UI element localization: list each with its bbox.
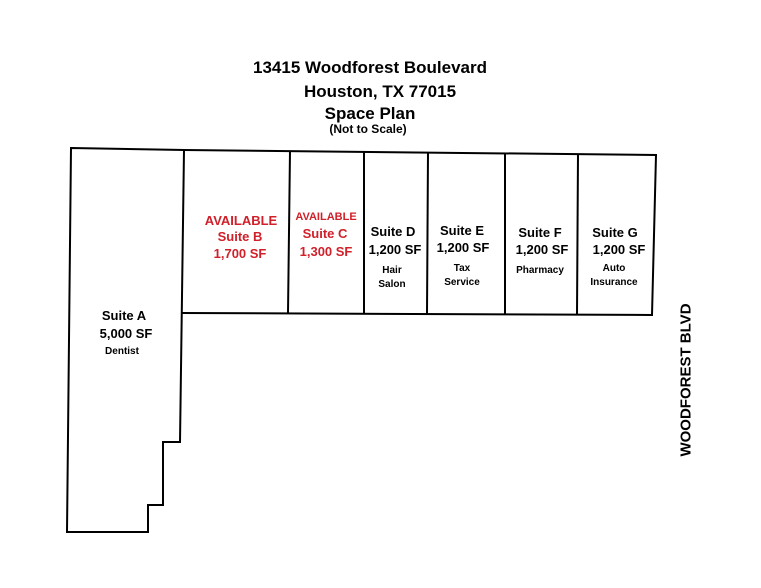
- road-label: WOODFOREST BLVD: [677, 303, 695, 457]
- suite-c-status: AVAILABLE: [295, 211, 357, 223]
- suite-d-tenant-1: Hair: [382, 265, 402, 276]
- suite-e-name: Suite E: [439, 223, 485, 238]
- suite-d-tenant-2: Salon: [378, 279, 406, 290]
- suite-d-size: 1,200 SF: [368, 242, 422, 257]
- divider-b-c: [287, 150, 291, 314]
- suite-e-size: 1,200 SF: [436, 240, 490, 255]
- suite-g-tenant-1: Auto: [602, 263, 626, 274]
- suite-a-size: 5,000 SF: [99, 326, 153, 341]
- suite-g-tenant-2: Insurance: [590, 277, 638, 288]
- suite-e-tenant-1: Tax: [453, 263, 471, 274]
- suite-g-size: 1,200 SF: [592, 242, 646, 257]
- divider-d-e: [426, 151, 429, 315]
- plan-title: Space Plan: [324, 104, 416, 123]
- row-outline: [181, 149, 658, 317]
- suite-b-status: AVAILABLE: [204, 213, 278, 228]
- suite-g-name: Suite G: [592, 225, 638, 240]
- address: 13415 Woodforest Boulevard: [253, 58, 487, 77]
- suite-a-name: Suite A: [101, 308, 147, 323]
- divider-f-g: [576, 153, 579, 315]
- suite-a-outline: [65, 146, 186, 533]
- suite-f-tenant: Pharmacy: [516, 265, 564, 276]
- suite-f-name: Suite F: [518, 225, 562, 240]
- city: Houston, TX 77015: [303, 82, 457, 101]
- suite-b-name: Suite B: [217, 229, 263, 244]
- suite-f-size: 1,200 SF: [515, 242, 569, 257]
- suite-a-tenant: Dentist: [105, 346, 139, 357]
- suite-c-name: Suite C: [302, 226, 348, 241]
- scale-note: (Not to Scale): [329, 122, 407, 136]
- suite-d-name: Suite D: [370, 224, 416, 239]
- suite-e-tenant-2: Service: [444, 277, 480, 288]
- suite-c-size: 1,300 SF: [299, 244, 353, 259]
- suite-b-size: 1,700 SF: [213, 246, 267, 261]
